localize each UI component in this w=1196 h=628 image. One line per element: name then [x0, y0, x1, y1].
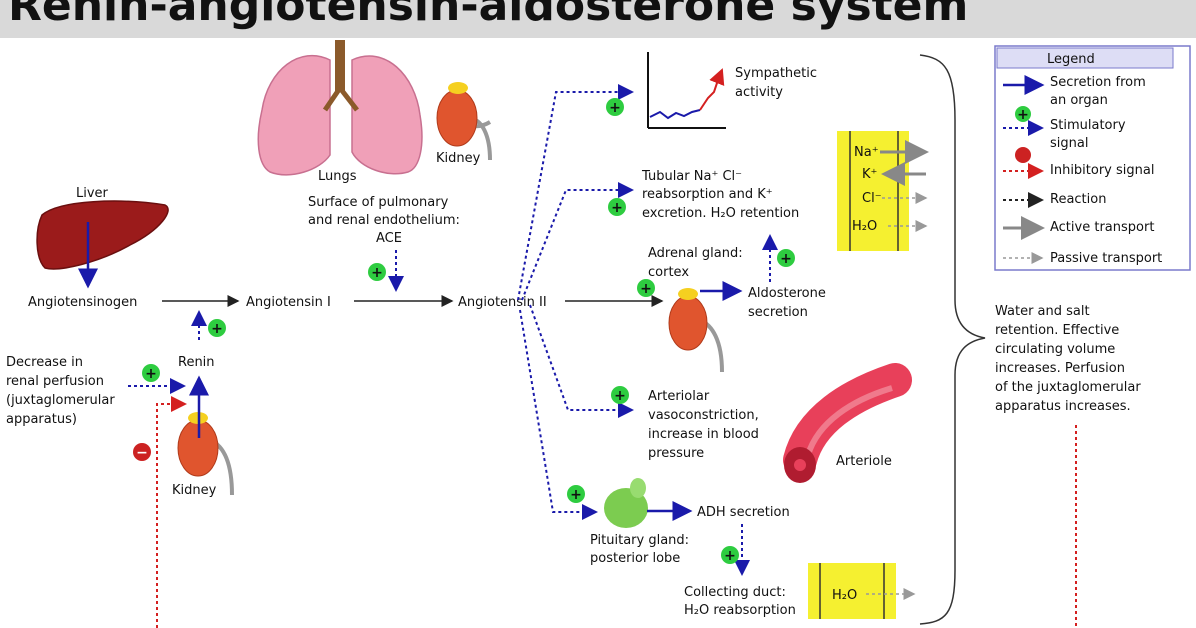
aldosterone-label-1: Aldosterone	[748, 286, 826, 301]
renin-label: Renin	[178, 355, 215, 370]
plus-icon: +	[142, 364, 160, 382]
arteriolar-label-3: increase in blood	[648, 427, 759, 442]
legend-reaction: Reaction	[1050, 192, 1106, 207]
pituitary-label-2: posterior lobe	[590, 551, 680, 566]
ion-k-label: K⁺	[862, 167, 877, 182]
ion-na-label: Na⁺	[854, 145, 879, 160]
plus-icon: +	[637, 279, 655, 297]
angiotensin-ii-branches	[517, 84, 634, 520]
water-label-1: Water and salt	[995, 304, 1090, 319]
water-label-5: of the juxtaglomerular	[995, 380, 1141, 395]
svg-text:+: +	[611, 200, 623, 216]
lungs-label: Lungs	[318, 169, 357, 184]
legend-inhibitory: Inhibitory signal	[1050, 163, 1154, 178]
surface-label-2: and renal endothelium:	[308, 213, 460, 228]
kidney-top-label: Kidney	[436, 151, 481, 166]
plus-icon: +	[606, 98, 624, 116]
water-label-6: apparatus increases.	[995, 399, 1131, 414]
svg-text:+: +	[780, 251, 792, 267]
adrenal-label-1: Adrenal gland:	[648, 246, 743, 261]
ion-transport-box	[837, 131, 929, 251]
sympathetic-label-2: activity	[735, 85, 783, 100]
tubular-label-2: reabsorption and K⁺	[642, 187, 773, 202]
liver-illustration	[36, 200, 169, 270]
pituitary-illustration	[604, 478, 648, 528]
decrease-label-1: Decrease in	[6, 355, 83, 370]
decrease-label-2: renal perfusion	[6, 374, 104, 389]
collecting-duct-box	[808, 563, 916, 619]
adrenal-label-2: cortex	[648, 265, 689, 280]
svg-text:+: +	[570, 487, 582, 503]
legend-stimulatory-2: signal	[1050, 136, 1088, 151]
liver-label: Liver	[76, 186, 109, 201]
collecting-label-2: H₂O reabsorption	[684, 603, 796, 618]
ion-cl-label: Cl⁻	[862, 191, 882, 206]
kidney-bottom-label: Kidney	[172, 483, 217, 498]
sympathetic-graph	[647, 52, 726, 129]
ion-h2o-label: H₂O	[852, 219, 877, 234]
svg-text:+: +	[614, 388, 626, 404]
svg-text:+: +	[211, 321, 223, 337]
legend-active: Active transport	[1050, 220, 1154, 235]
plus-icon: +	[608, 198, 626, 216]
svg-text:+: +	[145, 366, 157, 382]
arteriole-illustration	[783, 363, 912, 483]
collecting-label-1: Collecting duct:	[684, 585, 786, 600]
legend-title: Legend	[1047, 52, 1095, 67]
water-label-4: increases. Perfusion	[995, 361, 1125, 376]
surface-label-3: ACE	[376, 231, 402, 246]
plus-icon: +	[777, 249, 795, 267]
legend-secretion-1: Secretion from	[1050, 75, 1146, 90]
water-label-3: circulating volume	[995, 342, 1115, 357]
page-title: Renin-angiotensin-aldosterone system	[8, 0, 969, 31]
pituitary-label-1: Pituitary gland:	[590, 533, 689, 548]
angiotensin-i-label: Angiotensin I	[246, 295, 331, 310]
plus-icon: +	[1017, 107, 1029, 123]
arteriolar-label-1: Arteriolar	[648, 389, 710, 404]
svg-text:−: −	[136, 445, 148, 461]
angiotensin-ii-label: Angiotensin II	[458, 295, 547, 310]
decrease-label-4: apparatus)	[6, 412, 77, 427]
decrease-label-3: (juxtaglomerular	[6, 393, 115, 408]
arteriolar-label-4: pressure	[648, 446, 704, 461]
summary-brace	[919, 54, 986, 625]
aldosterone-label-2: secretion	[748, 305, 808, 320]
kidney-top-illustration	[436, 82, 492, 161]
svg-text:+: +	[724, 548, 736, 564]
svg-text:+: +	[609, 100, 621, 116]
legend-passive: Passive transport	[1050, 251, 1162, 266]
plus-icon: +	[208, 319, 226, 337]
plus-icon: +	[611, 386, 629, 404]
svg-text:+: +	[371, 265, 383, 281]
title-bar: Renin-angiotensin-aldosterone system	[0, 0, 1196, 38]
plus-icon: +	[567, 485, 585, 503]
angiotensinogen-label: Angiotensinogen	[28, 295, 137, 310]
legend-secretion-2: an organ	[1050, 93, 1108, 108]
legend-box: +	[994, 45, 1191, 271]
svg-text:+: +	[640, 281, 652, 297]
water-label-2: retention. Effective	[995, 323, 1119, 338]
plus-icon: +	[721, 546, 739, 564]
tubular-label-1: Tubular Na⁺ Cl⁻	[641, 169, 742, 184]
legend-stimulatory-1: Stimulatory	[1050, 118, 1126, 133]
surface-label-1: Surface of pulmonary	[308, 195, 449, 210]
plus-icon: +	[368, 263, 386, 281]
arteriolar-label-2: vasoconstriction,	[648, 408, 759, 423]
duct-h2o-label: H₂O	[832, 588, 857, 603]
minus-icon: −	[133, 443, 151, 461]
tubular-label-3: excretion. H₂O retention	[642, 206, 799, 221]
arteriole-label: Arteriole	[836, 454, 892, 469]
kidney-adrenal-illustration	[668, 288, 724, 373]
sympathetic-label-1: Sympathetic	[735, 66, 817, 81]
adh-label: ADH secretion	[697, 505, 790, 520]
lungs-illustration	[257, 40, 423, 176]
